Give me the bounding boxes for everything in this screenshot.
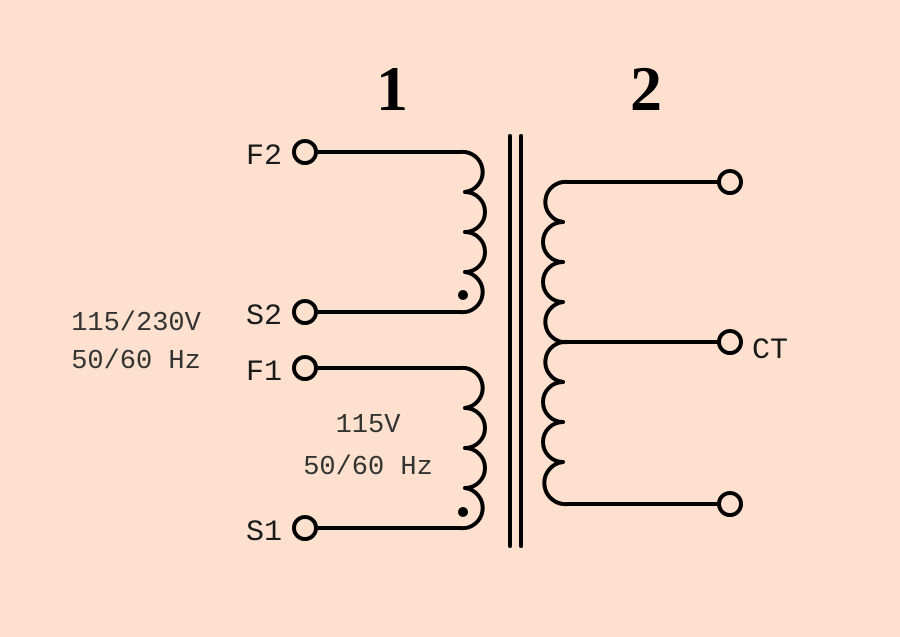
label-f2: F2 (246, 140, 282, 174)
terminal-secondary-top (717, 169, 743, 195)
primary-upper-coil (316, 149, 487, 315)
terminal-s1 (292, 515, 318, 541)
primary-heading: 1 (376, 53, 408, 124)
series-voltage-rating: 115/230V (71, 309, 201, 339)
polarity-dot-upper (458, 290, 468, 300)
coil-voltage-rating: 115V (336, 411, 402, 441)
series-frequency-rating: 50/60 Hz (71, 347, 201, 377)
label-ct: CT (752, 334, 788, 368)
label-f1: F1 (246, 356, 282, 390)
label-s2: S2 (246, 300, 282, 334)
secondary-heading: 2 (630, 53, 662, 124)
terminal-f2 (292, 139, 318, 165)
terminal-f1 (292, 355, 318, 381)
polarity-dot-lower (458, 507, 468, 517)
terminal-s2 (292, 299, 318, 325)
label-s1: S1 (246, 516, 282, 550)
terminal-ct (717, 329, 743, 355)
terminal-secondary-bottom (717, 491, 743, 517)
coil-frequency-rating: 50/60 Hz (303, 453, 433, 483)
primary-lower-coil (316, 365, 487, 531)
